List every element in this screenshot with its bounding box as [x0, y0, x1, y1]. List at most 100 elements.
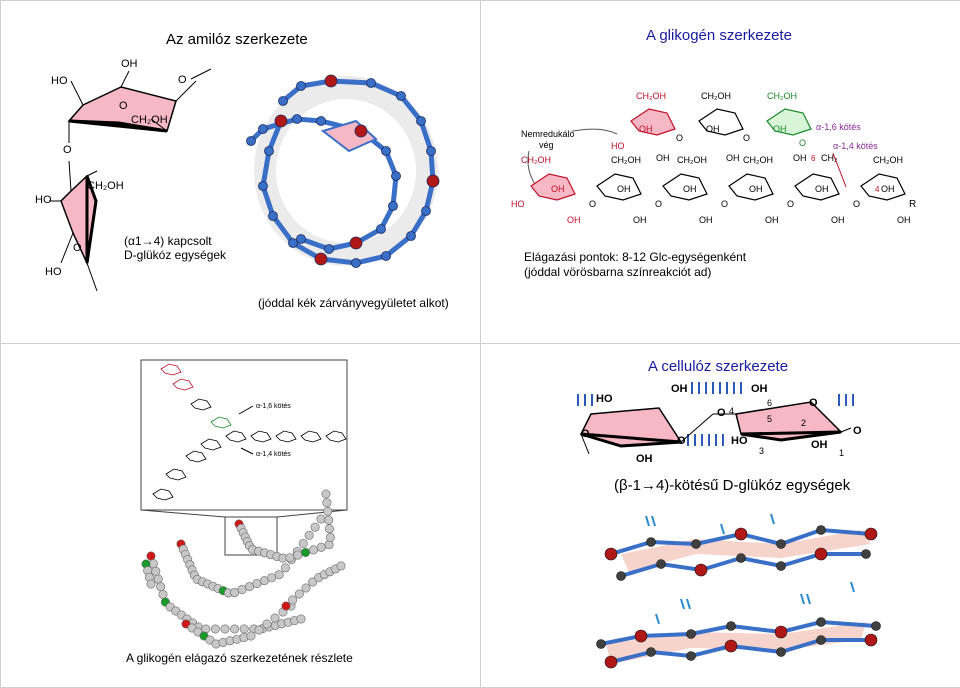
atom-ball — [416, 116, 426, 126]
atom-ball — [426, 146, 436, 156]
glucose-bead — [210, 624, 220, 634]
chem-label: CH₂OH — [131, 114, 168, 126]
chem-label: HO — [611, 141, 625, 151]
atom-ball — [861, 549, 871, 559]
glucose-bead — [308, 577, 318, 587]
glucose-bead — [294, 589, 304, 599]
glucose-bead — [146, 579, 156, 589]
glucose-bead — [146, 551, 156, 561]
glucose-ring-mini — [165, 468, 187, 481]
slide-amylose: Az amilóz szerkezete HO OH O CH₂OH O O C… — [0, 0, 482, 344]
atom-ball — [596, 639, 606, 649]
glucose-ring — [630, 108, 676, 136]
glucose-bead — [310, 522, 320, 532]
glucose-bead — [239, 624, 249, 634]
chem-label: O — [853, 199, 860, 209]
glucose-bead — [296, 614, 306, 624]
chem-label: OH — [881, 184, 895, 194]
amylose-helix-model — [246, 74, 440, 268]
chem-label: OH — [656, 153, 670, 163]
atom-ball — [736, 553, 746, 563]
chem-label: OH — [636, 453, 653, 465]
atom-ball — [426, 174, 440, 188]
cellulose-3d-model — [596, 525, 881, 669]
atom-ball — [421, 206, 431, 216]
chem-label: O — [581, 428, 590, 440]
atom-ball — [776, 561, 786, 571]
glucose-bead — [151, 566, 161, 576]
atom-ball — [816, 635, 826, 645]
chem-label: 1 — [839, 448, 844, 458]
glucose-bead — [274, 570, 284, 580]
glucose-bead — [270, 613, 280, 623]
glucose-ring-mini — [250, 430, 272, 443]
glucose-bead — [262, 619, 272, 629]
atom-ball — [278, 96, 288, 106]
chem-label: 6 — [811, 154, 816, 163]
chem-label: 5 — [767, 414, 772, 424]
atom-ball — [288, 238, 298, 248]
chem-label: O — [655, 199, 662, 209]
glucose-ring-mini — [160, 363, 182, 376]
atom-ball — [656, 559, 666, 569]
atom-ball — [324, 74, 338, 88]
glucose-bead — [246, 631, 256, 641]
atom-ball — [258, 181, 268, 191]
glucose-ring-mini — [300, 430, 322, 443]
glucose-bead — [304, 530, 314, 540]
glucose-ring-mini — [275, 430, 297, 443]
chem-label: OH — [617, 184, 631, 194]
atom-ball — [258, 124, 268, 134]
chem-label: OH — [683, 184, 697, 194]
chem-label: 6 — [767, 398, 772, 408]
branch-note-2: (jóddal vörösbarna színreakciót ad) — [524, 265, 712, 279]
glucose-ring — [530, 173, 576, 201]
bond16-label-small: α-1,6 kötés — [256, 403, 291, 410]
chem-label: HO — [35, 194, 52, 206]
chem-label: OH — [831, 215, 845, 225]
atom-ball — [604, 547, 618, 561]
chem-label: O — [119, 100, 128, 112]
bond14-label-small: α-1,4 kötés — [256, 451, 291, 458]
chem-label: OH — [749, 184, 763, 194]
glucose-bead — [230, 624, 240, 634]
bond16-label: α-1,6 kötés — [816, 122, 861, 132]
chem-label: CH₂OH — [767, 91, 797, 101]
glucose-ring-mini — [172, 378, 194, 391]
amylose-iodine-note: (jóddal kék zárványvegyületet alkot) — [258, 296, 449, 310]
glucose-ring-mini — [185, 450, 207, 463]
glucose-ring-mini — [325, 430, 347, 443]
atom-ball — [694, 563, 708, 577]
glucose-ring — [662, 173, 708, 201]
chem-label: R — [909, 199, 916, 210]
glucose-ring-mini — [190, 398, 212, 411]
glucose-bead — [324, 515, 334, 525]
amylose-caption-line1: (α1→4) kapcsolt — [124, 234, 212, 248]
atom-ball — [616, 571, 626, 581]
amylose-title: Az amilóz szerkezete — [166, 31, 308, 48]
chem-label: OH — [706, 124, 720, 134]
atom-ball — [376, 224, 386, 234]
chem-label: OH — [639, 124, 653, 134]
chem-label: O — [809, 397, 818, 409]
chem-label: OH — [811, 439, 828, 451]
atom-ball — [246, 136, 256, 146]
chem-label: CH₂OH — [677, 155, 707, 165]
chem-label: CH₂ — [821, 153, 838, 163]
glucose-bead — [220, 624, 230, 634]
atom-ball — [292, 114, 302, 124]
glucose-ring — [860, 173, 906, 201]
atom-ball — [691, 539, 701, 549]
glucose-bead — [281, 601, 291, 611]
chem-label: O — [717, 407, 726, 419]
atom-ball — [864, 633, 878, 647]
glucose-bead — [301, 583, 311, 593]
atom-ball — [646, 647, 656, 657]
chem-label: CH₂OH — [521, 155, 551, 165]
chem-label: O — [853, 425, 862, 437]
nonreducing-label-1: Nemredukáló — [521, 129, 575, 139]
glucose-bead — [156, 582, 166, 592]
slide-cellulose: A cellulóz szerkezete HO OH OH 6 O O 4 5… — [480, 343, 960, 688]
slide-glycogen: A glikogén szerkezete Nemredukáló vég CH… — [480, 0, 960, 344]
atom-ball — [381, 146, 391, 156]
